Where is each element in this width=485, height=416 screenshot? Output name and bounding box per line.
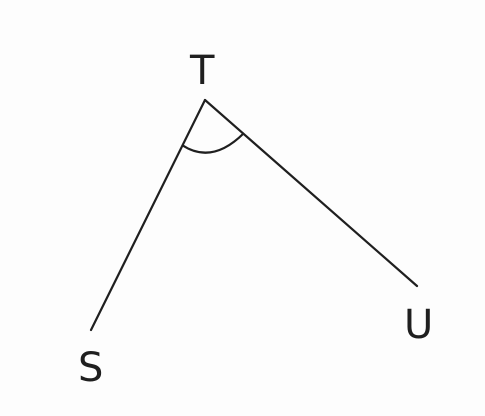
ray-ts [89,98,207,332]
ray-tu [203,98,419,288]
label-s: S [78,345,103,391]
label-u: U [404,302,433,348]
angle-arc-stu [181,132,245,154]
label-t: T [189,48,215,94]
